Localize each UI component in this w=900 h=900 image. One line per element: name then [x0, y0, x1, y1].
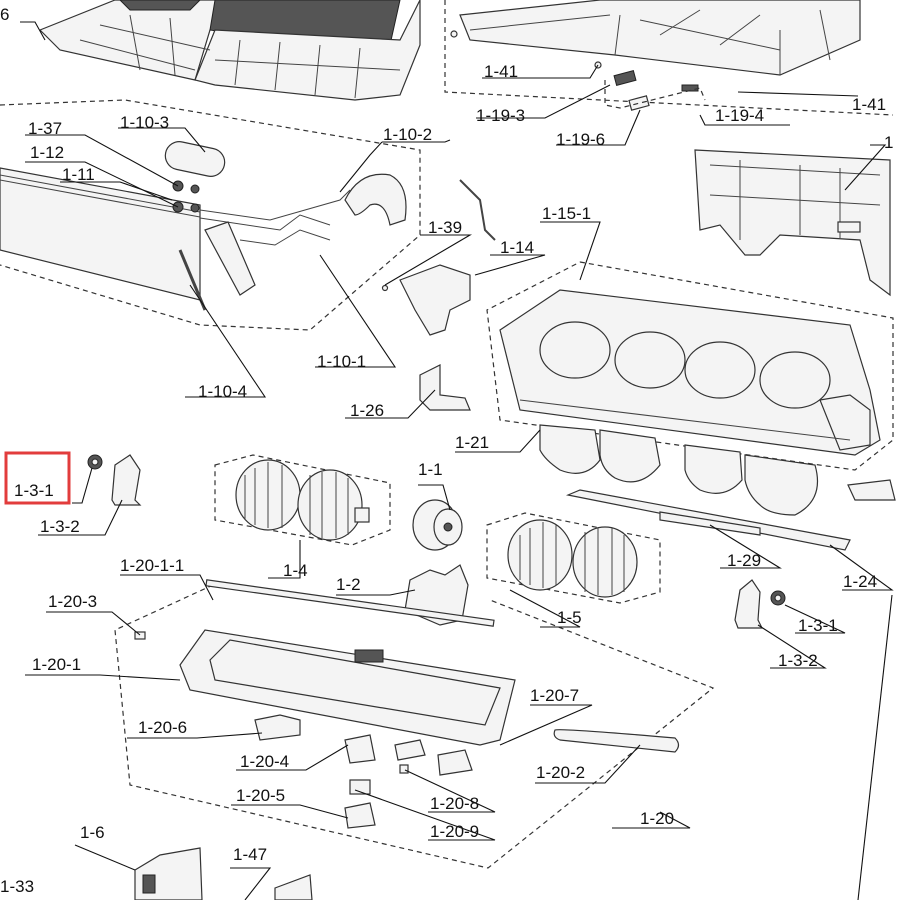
brackets — [381, 264, 471, 411]
label-1-19-6: 1-19-6 — [556, 130, 605, 149]
label-1-6: 1-6 — [80, 823, 105, 842]
drain-rail — [565, 479, 896, 551]
blower-wheel-pair-1 — [214, 454, 391, 546]
label-1-20-1: 1-20-1 — [32, 655, 81, 674]
label-1-20-8: 1-20-8 — [430, 794, 479, 813]
label-1-41-b: 1-41 — [852, 95, 886, 114]
label-1-5: 1-5 — [557, 608, 582, 627]
label-1-10-1: 1-10-1 — [317, 352, 366, 371]
label-1-20: 1-20 — [640, 809, 674, 828]
label-1-24: 1-24 — [843, 572, 877, 591]
label-6-top: 6 — [0, 5, 9, 24]
label-1-20-9: 1-20-9 — [430, 822, 479, 841]
label-1-20-3: 1-20-3 — [48, 592, 97, 611]
label-1-11: 1-11 — [62, 165, 95, 184]
fan-motor — [412, 499, 463, 551]
label-1-20-6: 1-20-6 — [138, 718, 187, 737]
label-1-15-1: 1-15-1 — [542, 204, 591, 223]
label-1-10-3: 1-10-3 — [120, 113, 169, 132]
label-1-4: 1-4 — [283, 561, 308, 580]
control-panel — [694, 149, 891, 297]
evaporator-assembly — [0, 99, 496, 331]
label-1-20-1-1: 1-20-1-1 — [120, 556, 184, 575]
label-1-3-2-a: 1-3-2 — [40, 517, 80, 536]
label-1-37: 1-37 — [28, 119, 62, 138]
label-1-1: 1-1 — [418, 460, 443, 479]
label-1-right: 1 — [884, 133, 893, 152]
drain-tray-assembly — [114, 579, 715, 869]
fan-housing — [486, 261, 894, 471]
label-1-20-2: 1-20-2 — [536, 763, 585, 782]
label-1-47: 1-47 — [233, 845, 267, 864]
label-1-21: 1-21 — [455, 433, 489, 452]
label-1-39: 1-39 — [428, 218, 462, 237]
label-1-10-2: 1-10-2 — [383, 125, 432, 144]
display-board — [134, 847, 313, 900]
label-1-3-2-b: 1-3-2 — [778, 651, 818, 670]
label-1-2: 1-2 — [336, 575, 361, 594]
label-1-29: 1-29 — [727, 551, 761, 570]
label-1-19-3: 1-19-3 — [476, 106, 525, 125]
bearing-parts-left — [87, 454, 142, 506]
part-labels: 6 1-41 1-41 1-19-3 1-19-4 1-19-6 1-37 1-… — [0, 5, 893, 896]
blower-wheel-pair-2 — [486, 512, 661, 604]
label-1-10-4: 1-10-4 — [198, 382, 247, 401]
label-1-33: 1-33 — [0, 877, 34, 896]
filter-assembly — [38, 0, 421, 101]
bearing-parts-right — [734, 579, 786, 629]
label-1-26: 1-26 — [350, 401, 384, 420]
frame-assembly — [444, 0, 894, 116]
label-1-14: 1-14 — [500, 238, 534, 257]
highlight-box — [4, 451, 71, 505]
label-1-41-a: 1-41 — [484, 62, 518, 81]
label-1-20-7: 1-20-7 — [530, 686, 579, 705]
label-1-20-4: 1-20-4 — [240, 752, 289, 771]
leader-lines — [20, 21, 894, 900]
label-1-20-5: 1-20-5 — [236, 786, 285, 805]
label-1-19-4: 1-19-4 — [715, 106, 764, 125]
label-1-3-1-b: 1-3-1 — [798, 616, 838, 635]
label-1-12: 1-12 — [30, 143, 64, 162]
label-1-3-1-highlighted: 1-3-1 — [14, 481, 54, 500]
scroll-housings — [539, 424, 819, 516]
